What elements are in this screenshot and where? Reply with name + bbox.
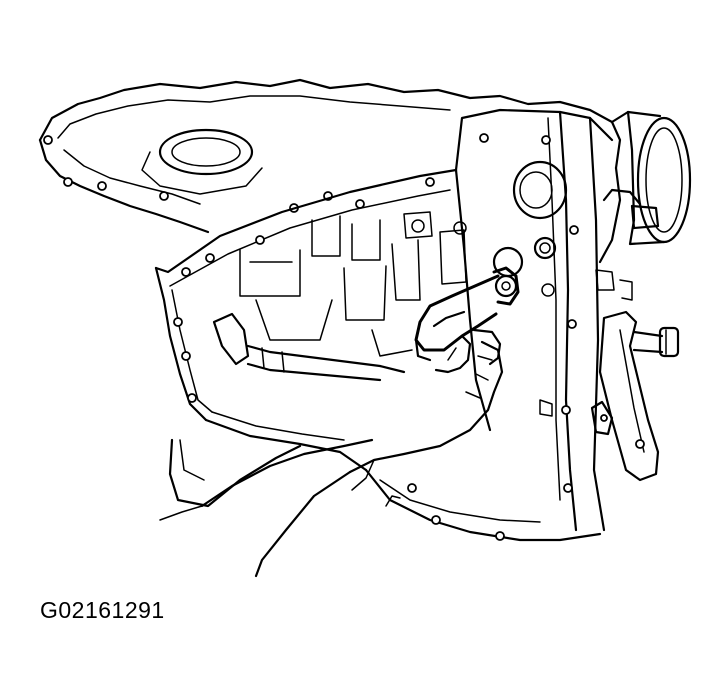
figure-code: G02161291 [40, 597, 165, 623]
mounting-bracket [590, 310, 680, 482]
extension-housing [364, 108, 614, 542]
valve-body-ribs [239, 211, 467, 357]
seal-remover-tool [414, 246, 524, 362]
converter-housing [38, 78, 622, 234]
technician-hand [159, 328, 504, 578]
manual-shaft [212, 312, 406, 382]
transaxle-illustration [38, 78, 692, 578]
output-shaft-flange [595, 110, 692, 301]
transaxle-case [154, 168, 458, 508]
